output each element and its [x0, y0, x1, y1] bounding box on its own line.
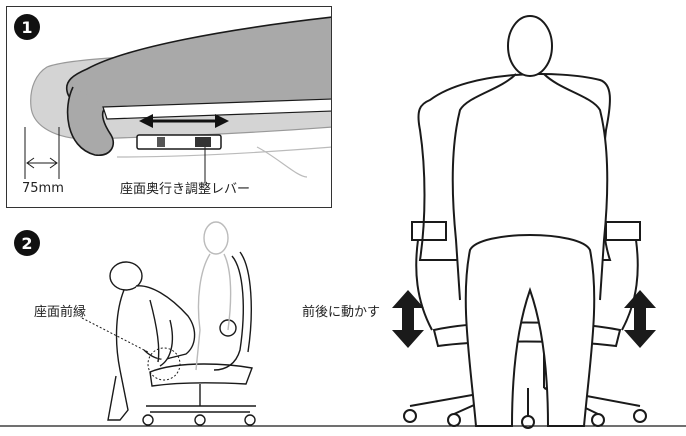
- dimension-label: 75mm: [22, 181, 64, 196]
- double-arrow-horizontal-icon: [139, 114, 229, 128]
- step-1-badge: 1: [14, 14, 40, 40]
- ghost-person: [195, 221, 232, 371]
- side-view-chair: [142, 251, 256, 426]
- seat-front-highlight-circle: [147, 347, 181, 381]
- seat-pan: [102, 98, 331, 120]
- seat-front-edge-label: 座面前縁: [34, 305, 87, 320]
- seat-closeup-illustration: [24, 16, 331, 183]
- double-arrow-vertical-icon: [392, 290, 424, 348]
- bending-person: [107, 261, 196, 421]
- seated-person: [451, 15, 609, 427]
- seat-front-lip: [66, 86, 115, 156]
- seat-pan-ghost: [116, 146, 331, 158]
- lever-label: 座面奥行き調整レバー: [120, 182, 251, 197]
- dimension-arrow: [26, 157, 58, 169]
- step-2-badge: 2: [14, 230, 40, 256]
- move-forward-back-label: 前後に動かす: [302, 305, 381, 320]
- lever-closeup-panel: [6, 6, 332, 208]
- double-arrow-vertical-icon: [624, 290, 656, 348]
- seat-front-leader-line: [81, 317, 149, 353]
